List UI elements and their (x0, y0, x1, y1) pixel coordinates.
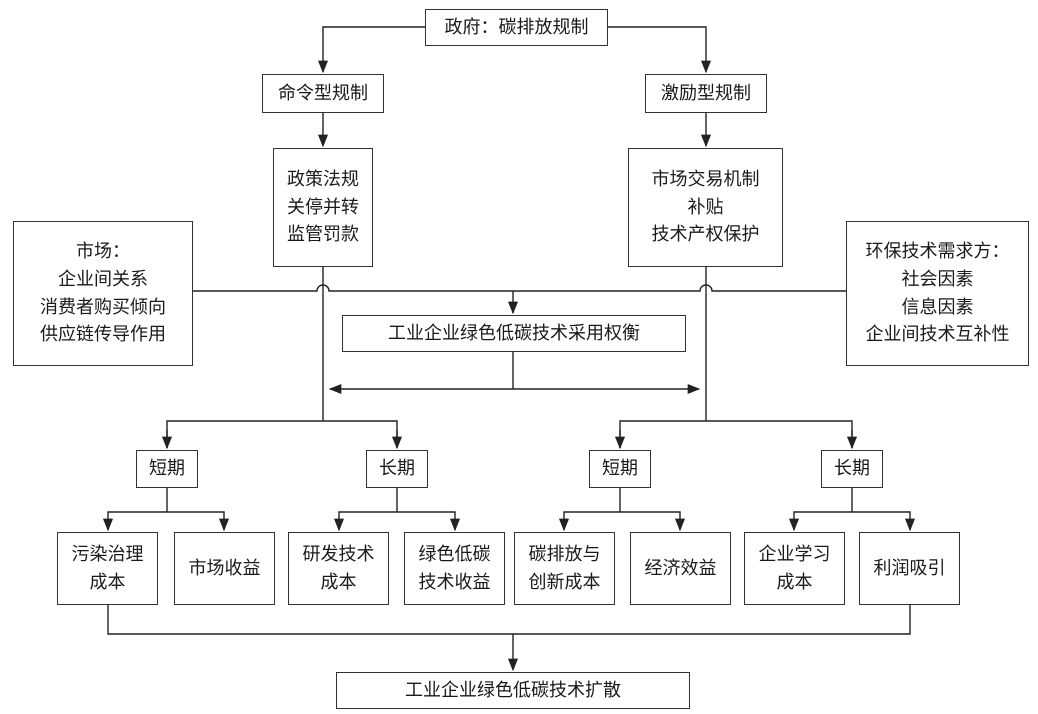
left-long-term-label: 长期 (379, 458, 415, 480)
tradeoff-label: 工业企业绿色低碳技术采用权衡 (388, 322, 640, 344)
incentive-regulation-box: 激励型规制 (645, 74, 767, 113)
arrow-gov-to-command (317, 26, 425, 74)
government-box: 政府：碳排放规制 (425, 9, 608, 46)
left-short-term-box: 短期 (136, 450, 198, 488)
branch-left-short (107, 511, 225, 530)
market-item: 供应链传导作用 (40, 324, 166, 346)
line-bottom-collector (107, 605, 911, 635)
green-tech-revenue-box: 绿色低碳 技术收益 (404, 532, 505, 605)
leaf-line: 利润吸引 (873, 557, 946, 579)
market-revenue-box: 市场收益 (174, 532, 275, 605)
leaf-line: 经济效益 (644, 557, 717, 579)
command-measure-item: 监管罚款 (287, 224, 359, 246)
right-long-term-box: 长期 (821, 450, 883, 488)
left-long-term-box: 长期 (366, 450, 428, 488)
command-measure-item: 关停并转 (287, 196, 359, 218)
incentive-measure-item: 补贴 (687, 196, 724, 218)
rd-cost-box: 研发技术 成本 (288, 532, 389, 605)
learning-cost-box: 企业学习 成本 (744, 532, 845, 605)
env-demand-item: 信息因素 (901, 296, 974, 318)
right-long-term-label: 长期 (834, 458, 870, 480)
left-short-term-label: 短期 (149, 458, 185, 480)
env-demand-item: 社会因素 (901, 268, 974, 290)
env-demand-title: 环保技术需求方： (865, 240, 1010, 262)
leaf-line: 污染治理 (71, 543, 144, 565)
market-item: 消费者购买倾向 (40, 296, 166, 318)
branch-left (166, 420, 398, 448)
leaf-line: 创新成本 (528, 571, 601, 593)
leaf-line: 碳排放与 (528, 543, 601, 565)
market-title: 市场： (76, 240, 130, 262)
branch-left-long (338, 511, 456, 530)
economic-benefit-box: 经济效益 (630, 532, 731, 605)
diffusion-box: 工业企业绿色低碳技术扩散 (336, 672, 690, 709)
branch-right-long (793, 511, 911, 530)
command-measures-box: 政策法规 关停并转 监管罚款 (273, 148, 373, 267)
leaf-line: 企业学习 (758, 543, 831, 565)
leaf-line: 成本 (320, 571, 357, 593)
leaf-line: 市场收益 (188, 557, 261, 579)
incentive-measure-item: 技术产权保护 (651, 224, 760, 246)
leaf-line: 成本 (89, 571, 126, 593)
pollution-control-cost-box: 污染治理 成本 (57, 532, 158, 605)
leaf-line: 绿色低碳 (418, 543, 491, 565)
leaf-line: 技术收益 (418, 571, 491, 593)
arrow-gov-to-incentive (608, 26, 712, 74)
command-regulation-box: 命令型规制 (262, 74, 384, 113)
env-demand-box: 环保技术需求方： 社会因素 信息因素 企业间技术互补性 (846, 221, 1029, 366)
government-label: 政府：碳排放规制 (444, 16, 589, 38)
incentive-measures-box: 市场交易机制 补贴 技术产权保护 (628, 148, 783, 267)
incentive-measure-item: 市场交易机制 (651, 168, 760, 190)
leaf-line: 研发技术 (302, 543, 375, 565)
profit-attraction-box: 利润吸引 (859, 532, 960, 605)
branch-right (619, 420, 853, 448)
carbon-innovation-cost-box: 碳排放与 创新成本 (514, 532, 615, 605)
command-regulation-label: 命令型规制 (278, 82, 368, 104)
incentive-regulation-label: 激励型规制 (661, 82, 751, 104)
line-market-feeder (193, 284, 846, 292)
right-short-term-box: 短期 (589, 450, 651, 488)
leaf-line: 成本 (776, 571, 813, 593)
market-item: 企业间关系 (58, 268, 148, 290)
branch-right-short (563, 511, 681, 530)
market-box: 市场： 企业间关系 消费者购买倾向 供应链传导作用 (13, 221, 193, 366)
right-short-term-label: 短期 (602, 458, 638, 480)
diffusion-label: 工业企业绿色低碳技术扩散 (405, 679, 621, 701)
tradeoff-box: 工业企业绿色低碳技术采用权衡 (342, 315, 686, 352)
env-demand-item: 企业间技术互补性 (865, 324, 1010, 346)
command-measure-item: 政策法规 (287, 168, 359, 190)
